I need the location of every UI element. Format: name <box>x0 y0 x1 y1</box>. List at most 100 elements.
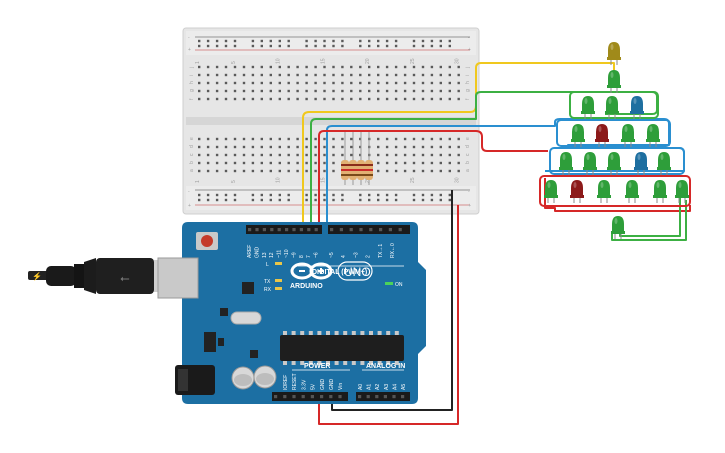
led-green[interactable] <box>607 70 621 93</box>
digital-pwm-label: DIGITAL (PWM~) <box>312 269 367 276</box>
column-number-label: 25 <box>410 177 416 183</box>
column-number-label: 15 <box>320 58 326 64</box>
wire-green-box <box>569 91 659 119</box>
row-letter-label: g <box>465 89 471 92</box>
analog-pin-label: A2 <box>375 384 381 390</box>
led-green[interactable] <box>559 152 573 175</box>
usb-port[interactable] <box>157 257 199 299</box>
led-blue[interactable] <box>634 152 648 175</box>
usb-cable[interactable]: ⭠ ⚡ <box>28 258 166 294</box>
led-yellow[interactable] <box>607 42 621 65</box>
resistor-4[interactable] <box>365 132 373 185</box>
column-number-label: 30 <box>455 58 461 64</box>
wire-green[interactable] <box>310 91 658 230</box>
status-leds: L TX RX <box>264 262 282 293</box>
resistor-array[interactable] <box>341 132 373 185</box>
wire-red-box <box>539 175 691 207</box>
svg-text:L: L <box>266 262 269 268</box>
column-number-label: 25 <box>410 58 416 64</box>
rail-minus-label-bl: - <box>188 189 190 195</box>
digital-pin-label: ~3 <box>353 252 359 258</box>
power-pin-label: 3.3V <box>301 379 307 390</box>
resistor-2[interactable] <box>349 132 357 185</box>
breadboard[interactable]: - + - + - + - + 115510101515202025253030… <box>182 27 480 215</box>
digital-pin-label: 4 <box>341 255 347 258</box>
power-header <box>272 392 348 401</box>
power-pin-label: GND <box>329 379 335 391</box>
column-number-label: 1 <box>195 61 201 64</box>
rail-plus-label-tl: + <box>188 47 191 53</box>
digital-pin-label: ~5 <box>329 252 335 258</box>
rail-minus-label-br: - <box>468 189 470 195</box>
led-green[interactable] <box>653 180 667 203</box>
led-green[interactable] <box>605 96 619 119</box>
wire-yellow[interactable] <box>302 62 615 230</box>
row-letter-label: j <box>189 67 195 69</box>
led-green[interactable] <box>621 124 635 147</box>
analog-pin-label: A5 <box>401 384 407 390</box>
arduino-brand-label: ARDUINO <box>290 283 323 290</box>
digital-pin-label: ~11 <box>277 250 283 258</box>
row-letter-label: e <box>189 137 195 140</box>
led-red[interactable] <box>570 180 584 203</box>
digital-pin-label: GND <box>254 247 260 259</box>
power-pin-label: 5V <box>311 383 317 390</box>
wire-red[interactable] <box>318 130 548 230</box>
led-green[interactable] <box>581 96 595 119</box>
column-number-label: 10 <box>276 177 282 183</box>
resistor-3[interactable] <box>357 132 365 185</box>
analog-pin-label: A4 <box>392 384 398 390</box>
analog-pin-label: A3 <box>384 384 390 390</box>
led-green[interactable] <box>571 124 585 147</box>
column-number-label: 5 <box>231 180 237 183</box>
led-green[interactable] <box>657 152 671 175</box>
power-label: POWER <box>304 363 330 370</box>
resistor-1[interactable] <box>341 132 349 185</box>
rail-minus-label-tr: - <box>468 35 470 41</box>
row-letter-label: d <box>189 145 195 148</box>
column-number-label: 1 <box>195 180 201 183</box>
digital-pin-label: 12 <box>269 252 275 258</box>
digital-pin-label: 7 <box>306 255 312 258</box>
atmega-chip <box>280 335 404 361</box>
row-letter-label: b <box>465 161 471 164</box>
analog-pin-label: A0 <box>358 384 364 390</box>
on-led <box>385 282 393 285</box>
led-red[interactable] <box>595 124 609 147</box>
digital-header-left <box>246 225 322 234</box>
led-green[interactable] <box>675 180 689 203</box>
led-green[interactable] <box>583 152 597 175</box>
led-green[interactable] <box>646 124 660 147</box>
analog-header <box>356 392 410 401</box>
wire-red-2[interactable] <box>544 178 691 212</box>
uno-label: UNO <box>344 265 371 279</box>
power-pin-label: IOREF <box>283 375 289 390</box>
led-green[interactable] <box>544 180 558 203</box>
wire-power-5v[interactable] <box>318 205 459 425</box>
wire-green-loop[interactable] <box>611 200 687 241</box>
led-green[interactable] <box>607 152 621 175</box>
led-blue[interactable] <box>630 96 644 119</box>
svg-text:TX: TX <box>264 279 271 285</box>
digital-pin-label: AREF <box>247 245 253 258</box>
power-pin-label: RESET <box>292 373 298 390</box>
crystal-oscillator <box>230 311 262 325</box>
digital-pin-label: 2 <box>366 255 372 258</box>
row-letter-label: e <box>465 137 471 140</box>
usb-icon: ⭠ <box>120 271 130 285</box>
row-letter-label: a <box>465 169 471 172</box>
column-number-label: 15 <box>320 177 326 183</box>
led-green[interactable] <box>625 180 639 203</box>
analog-pin-label: A1 <box>367 384 373 390</box>
digital-pin-label: ~6 <box>314 252 320 258</box>
digital-pin-label: TX→1 <box>378 244 384 258</box>
led-green[interactable] <box>611 216 625 239</box>
rail-plus-label-tr: + <box>468 47 471 53</box>
row-letter-label: i <box>465 75 471 76</box>
arduino-logo <box>290 262 333 280</box>
led-green[interactable] <box>597 180 611 203</box>
rail-plus-label-br: + <box>468 203 471 209</box>
